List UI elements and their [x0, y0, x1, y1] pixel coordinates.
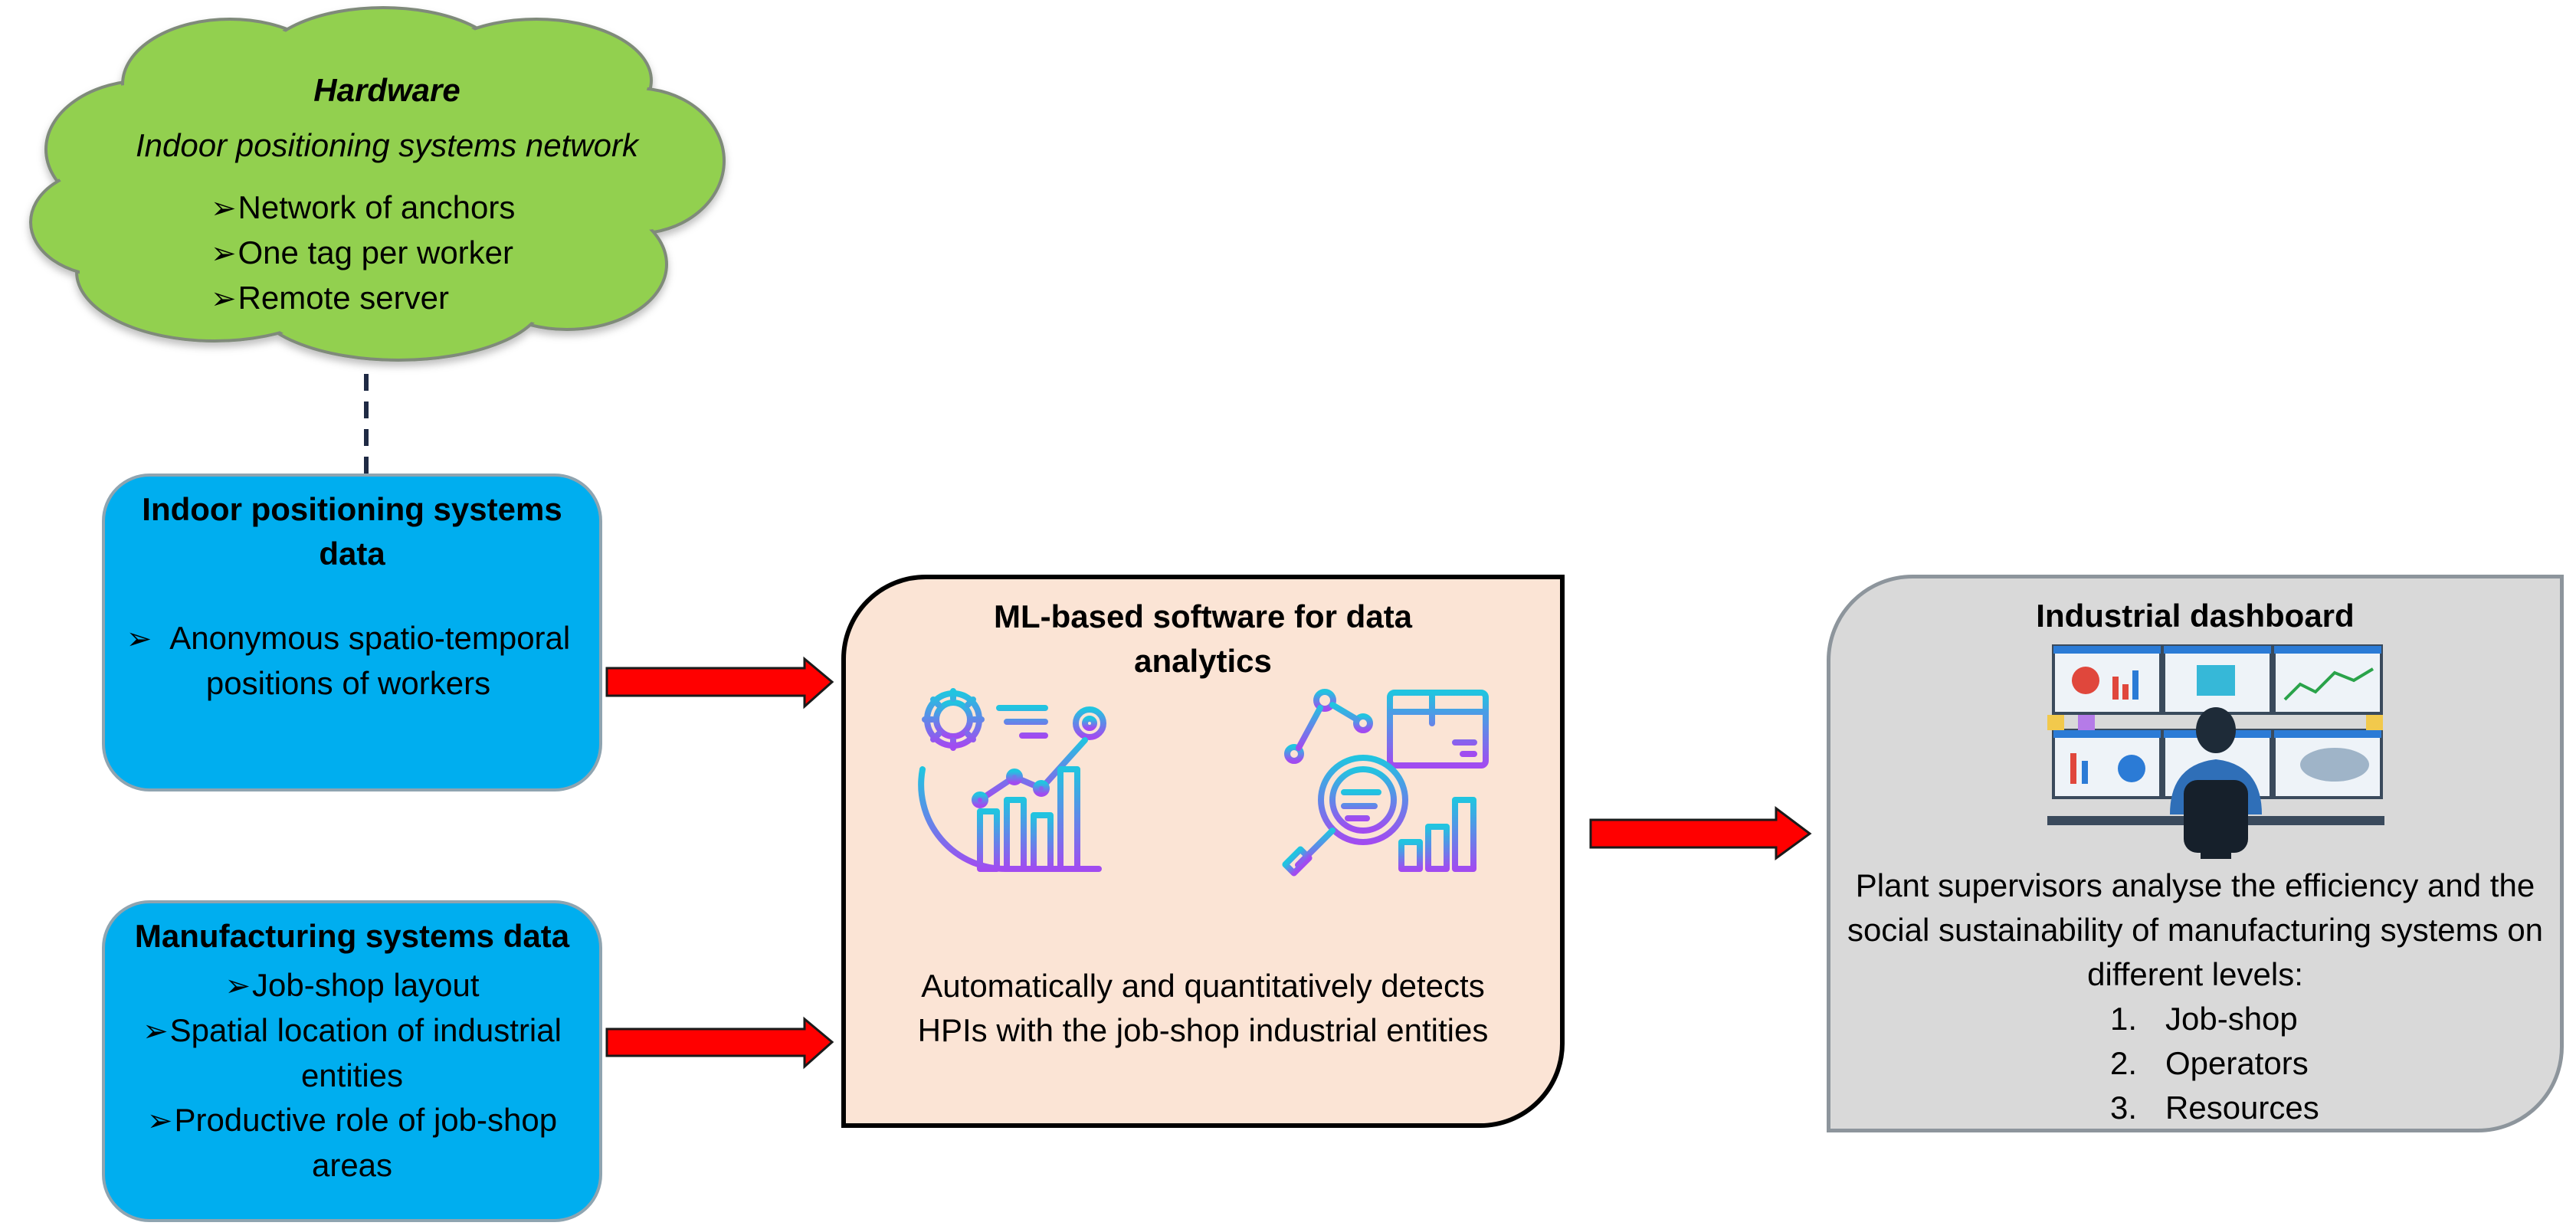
dashboard-description: Plant supervisors analyse the efficiency… [1830, 864, 2560, 1130]
manufacturing-data-title: Manufacturing systems data [134, 918, 570, 954]
analytics-gear-chart-icon [918, 688, 1106, 873]
arrow-bullet-icon: ➢ [211, 192, 237, 225]
manufacturing-data-item: ➢Spatial location of industrial entities [113, 1008, 592, 1098]
arrow-ml-to-dashboard [1589, 806, 1812, 860]
manufacturing-data-list: ➢Job-shop layout ➢Spatial location of in… [105, 963, 599, 1188]
dashboard-box: Industrial dashboard [1827, 575, 2564, 1132]
ml-software-title: ML-based software for data analytics [993, 598, 1413, 679]
ips-data-item: ➢ Anonymous spatio-temporal positions of… [113, 616, 584, 706]
arrow-bullet-icon: ➢ [224, 969, 251, 1003]
manufacturing-data-box: Manufacturing systems data ➢Job-shop lay… [102, 900, 602, 1222]
arrow-mfg-to-ml [605, 1016, 834, 1070]
ips-data-box: Indoor positioning systems data ➢ Anonym… [102, 474, 602, 791]
hardware-list: ➢Network of anchors ➢One tag per worker … [211, 185, 644, 321]
dashboard-level-item: 1.Job-shop [2110, 1001, 2298, 1037]
hardware-cloud [29, 6, 726, 362]
hardware-item: ➢Network of anchors [211, 185, 644, 231]
dashboard-title: Industrial dashboard [2036, 598, 2355, 634]
ml-software-description: Automatically and quantitatively detects… [917, 968, 1489, 1048]
arrow-bullet-icon: ➢ [143, 1014, 169, 1048]
arrow-bullet-icon: ➢ [146, 1104, 173, 1138]
supervisor-monitors-icon [2047, 644, 2384, 859]
dashboard-levels-list: 1.Job-shop 2.Operators 3.Resources [2110, 997, 2545, 1130]
arrow-bullet-icon: ➢ [126, 622, 152, 656]
analytics-magnifier-icon [1282, 689, 1489, 877]
arrow-bullet-icon: ➢ [211, 237, 237, 270]
arrow-ips-to-ml [605, 656, 834, 710]
ml-software-box: ML-based software for data analytics [841, 575, 1565, 1128]
hardware-title: Hardware [313, 72, 460, 108]
dashboard-level-item: 3.Resources [2110, 1090, 2319, 1126]
hardware-subtitle: Indoor positioning systems network [136, 127, 638, 163]
hardware-item: ➢One tag per worker [211, 231, 644, 276]
hardware-item: ➢Remote server [211, 276, 644, 321]
hardware-text: Hardware Indoor positioning systems netw… [130, 67, 644, 321]
manufacturing-data-item: ➢Productive role of job-shop areas [113, 1098, 592, 1188]
arrow-bullet-icon: ➢ [211, 282, 237, 316]
dashboard-level-item: 2.Operators [2110, 1045, 2309, 1081]
ips-data-title: Indoor positioning systems data [142, 491, 562, 572]
manufacturing-data-item: ➢Job-shop layout [113, 963, 592, 1008]
ips-data-list: ➢ Anonymous spatio-temporal positions of… [105, 616, 599, 706]
